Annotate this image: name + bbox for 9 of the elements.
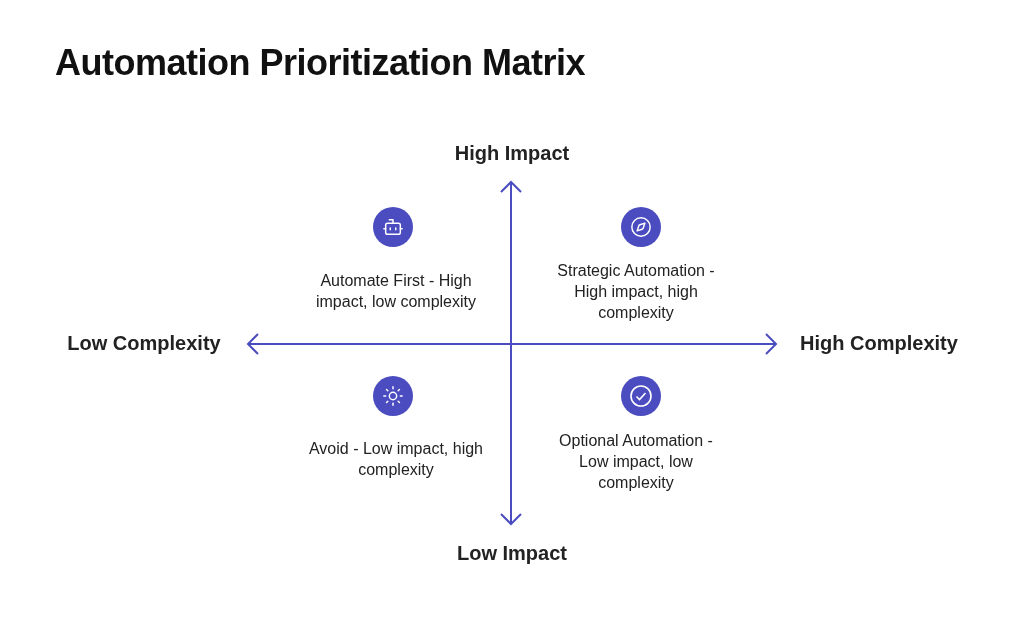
axis-label: Low Complexity [66,333,222,354]
quadrant-label: Optional Automation - Low impact, low complexity [558,431,714,493]
quadrant-label: Avoid - Low impact, high complexity [308,439,484,480]
quadrant-label: Automate First - High impact, low complexity [314,271,477,312]
title: Automation Prioritization Matrix [55,42,585,84]
axis-label: High Impact [453,143,571,164]
axis-label: Low Impact [456,543,568,564]
axis-label: High Complexity [799,333,959,354]
quadrant-label: Strategic Automation - High impact, high complexity [556,261,716,323]
